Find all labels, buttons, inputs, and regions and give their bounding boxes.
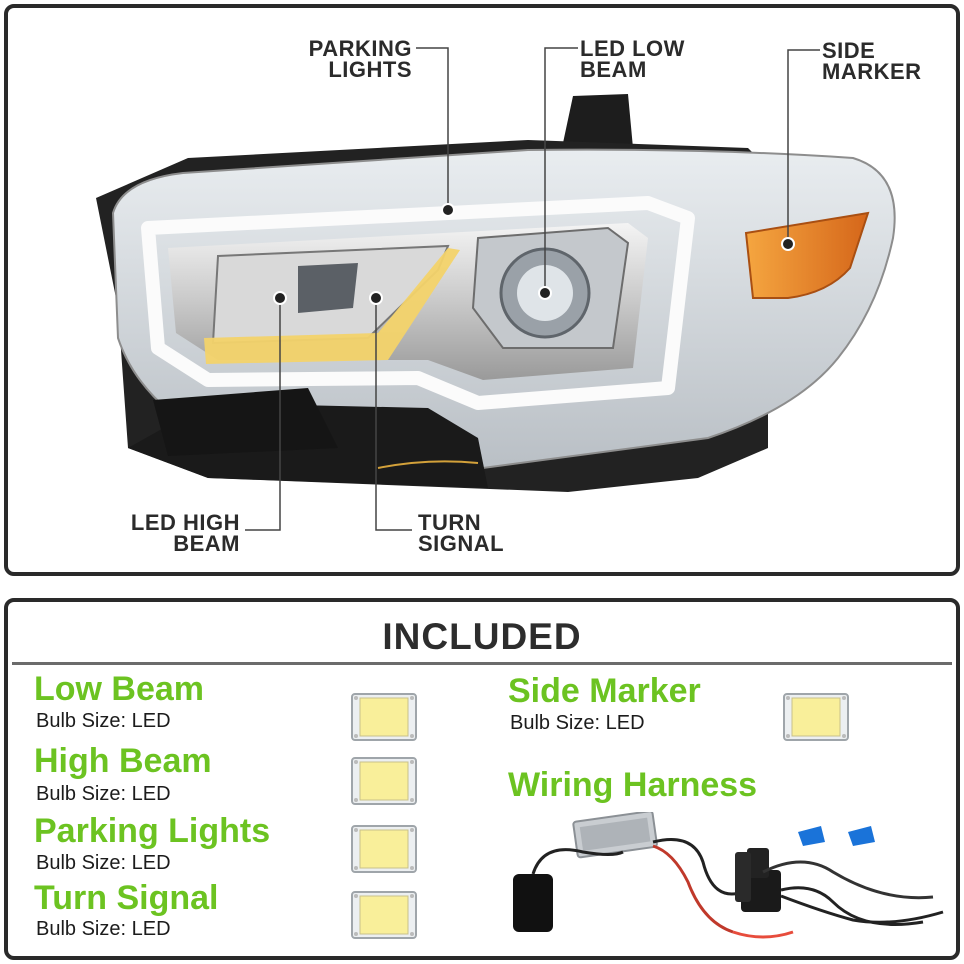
- turn-signal-strip: [204, 248, 460, 364]
- item-side-marker-size: Bulb Size: LED: [510, 712, 645, 734]
- item-side-marker-name: Side Marker: [508, 672, 701, 710]
- callout-led-low-beam: LED LOW BEAM: [580, 36, 685, 82]
- leader-lines: [245, 47, 820, 531]
- callout-led-high-beam: LED HIGH BEAM: [130, 510, 240, 556]
- wire: [377, 460, 479, 469]
- item-turn-signal-size: Bulb Size: LED: [36, 918, 171, 940]
- callout-turn-signal: TURN SIGNAL: [418, 510, 505, 556]
- harness-connector-right: [735, 852, 751, 902]
- item-parking-lights-size: Bulb Size: LED: [36, 852, 171, 874]
- included-title: INCLUDED: [382, 616, 582, 657]
- item-low-beam-size: Bulb Size: LED: [36, 710, 171, 732]
- item-high-beam-size: Bulb Size: LED: [36, 783, 171, 805]
- wiring-harness-title: Wiring Harness: [508, 766, 758, 804]
- led-chip-icon: [351, 825, 417, 873]
- side-marker-lens: [744, 211, 870, 299]
- harness-connector-left: [513, 874, 553, 932]
- callout-parking-lights: PARKING LIGHTS: [308, 36, 412, 82]
- headlight-illustration: [96, 47, 896, 531]
- drl-light-bar: [141, 196, 695, 410]
- callout-dots: [273, 203, 795, 305]
- included-panel: INCLUDED Low Beam Bulb Size: LED High Be…: [4, 598, 960, 960]
- harness-wires: [531, 838, 944, 939]
- item-turn-signal-name: Turn Signal: [34, 879, 219, 917]
- mount-bracket: [563, 94, 633, 148]
- item-parking-lights-name: Parking Lights: [34, 812, 271, 850]
- led-chip-icon: [351, 757, 417, 805]
- harness-module: [572, 812, 658, 859]
- item-low-beam-name: Low Beam: [34, 670, 205, 708]
- blue-wire-taps-icon: [798, 826, 875, 846]
- item-high-beam-name: High Beam: [34, 742, 212, 780]
- led-chip-icon: [351, 693, 417, 741]
- title-divider: [12, 662, 952, 665]
- led-chip-icon: [783, 693, 849, 741]
- wiring-harness-image: [513, 812, 944, 939]
- led-chip-icon: [351, 891, 417, 939]
- callout-side-marker: SIDE MARKER: [822, 38, 922, 84]
- lower-vent: [153, 388, 338, 456]
- high-beam-led: [298, 263, 358, 313]
- headlight-diagram-panel: PARKING LIGHTS LED LOW BEAM SIDE MARKER …: [4, 4, 960, 576]
